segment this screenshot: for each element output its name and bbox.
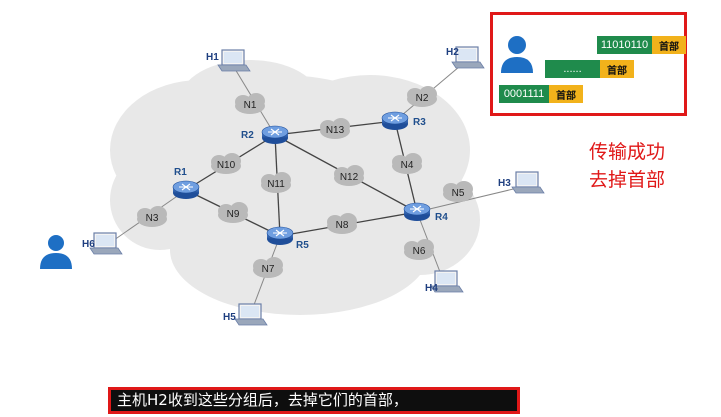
network-label: N12 — [340, 172, 359, 183]
network-cloud-n4: N4 — [392, 153, 422, 174]
access-link-h3 — [416, 185, 527, 213]
packet-data: ...... — [545, 60, 600, 78]
network-cloud-n1: N1 — [235, 93, 265, 114]
network-cloud-n13: N13 — [320, 118, 350, 139]
packet-row: 0001111 首部 — [499, 85, 583, 103]
network-cloud-n10: N10 — [211, 153, 241, 174]
network-cloud-n9: N9 — [218, 202, 248, 223]
router-icon — [381, 111, 409, 131]
router-icon — [403, 202, 431, 222]
router-icon — [261, 125, 289, 145]
host-label: H1 — [206, 52, 219, 63]
router-label: R4 — [435, 212, 448, 223]
router-icon — [266, 226, 294, 246]
network-label: N8 — [336, 220, 349, 231]
router-r1: R1 — [172, 167, 200, 200]
router-label: R2 — [241, 130, 254, 141]
host-h2: H2 — [446, 46, 485, 69]
router-label: R1 — [174, 167, 187, 178]
network-cloud-n7: N7 — [253, 257, 283, 278]
laptop-icon — [89, 232, 123, 255]
network-label: N4 — [401, 160, 414, 171]
router-r4: R4 — [403, 202, 448, 223]
network-cloud-n2: N2 — [407, 86, 437, 107]
network-label: N11 — [267, 179, 285, 190]
host-h5: H5 — [223, 303, 268, 326]
packet-row: ...... 首部 — [545, 60, 634, 78]
router-r5: R5 — [266, 226, 309, 251]
host-label: H6 — [82, 239, 95, 250]
user-icon — [501, 36, 533, 73]
host-h4: H4 — [425, 270, 464, 294]
host-h6: H6 — [82, 232, 123, 255]
packet-data: 0001111 — [499, 85, 549, 103]
user-icon — [40, 235, 72, 269]
laptop-icon — [511, 171, 545, 194]
subtitle-caption: 主机H2收到这些分组后，去掉它们的首部， — [108, 387, 520, 414]
host-h1: H1 — [206, 49, 251, 72]
packet-header: 首部 — [600, 60, 634, 78]
network-label: N3 — [146, 213, 159, 224]
network-label: N7 — [262, 264, 275, 275]
host-label: H5 — [223, 312, 236, 323]
network-label: N2 — [416, 93, 429, 104]
network-cloud-n12: N12 — [334, 165, 364, 186]
network-label: N9 — [227, 209, 240, 220]
packet-data: 11010110 — [597, 36, 652, 54]
packet-header: 首部 — [549, 85, 583, 103]
host-label: H2 — [446, 47, 459, 58]
network-label: N6 — [413, 246, 426, 257]
router-icon — [172, 180, 200, 200]
router-r3: R3 — [381, 111, 426, 131]
received-packets-panel: 11010110 首部 ...... 首部 0001111 首部 — [490, 12, 687, 116]
network-cloud-n3: N3 — [137, 206, 167, 227]
network-label: N5 — [452, 188, 465, 199]
network-label: N13 — [326, 125, 345, 136]
router-label: R3 — [413, 117, 426, 128]
network-label: N1 — [244, 100, 257, 111]
host-label: H4 — [425, 283, 438, 294]
network-cloud-n8: N8 — [327, 213, 357, 234]
packet-header: 首部 — [652, 36, 686, 54]
status-text: 传输成功 去掉首部 — [572, 138, 682, 194]
host-label: H3 — [498, 178, 511, 189]
network-cloud-n5: N5 — [443, 181, 473, 202]
status-line-1: 传输成功 — [588, 141, 665, 163]
router-r2: R2 — [241, 125, 289, 145]
packet-row: 11010110 首部 — [597, 36, 686, 54]
network-cloud-n11: N11 — [261, 172, 291, 193]
network-cloud-n6: N6 — [404, 239, 434, 260]
router-label: R5 — [296, 240, 309, 251]
status-line-2: 去掉首部 — [588, 169, 665, 191]
network-label: N10 — [217, 160, 236, 171]
host-h3: H3 — [498, 171, 545, 194]
